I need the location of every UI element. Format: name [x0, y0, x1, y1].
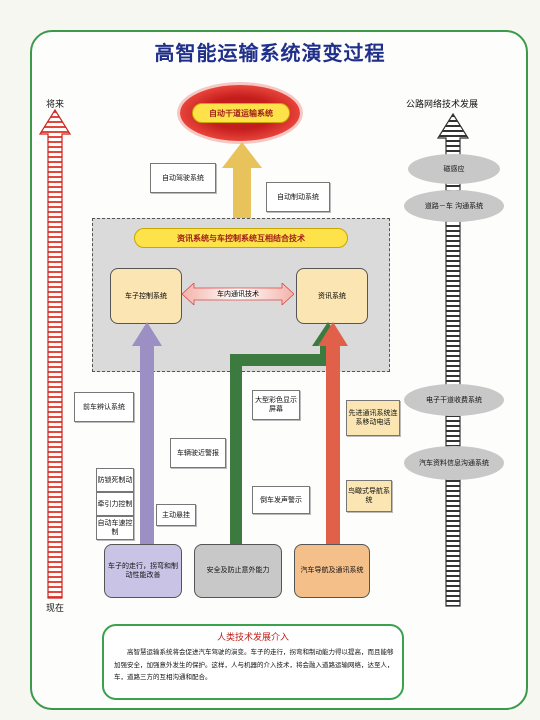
auto-drive-box: 自动驾驶系统 [150, 163, 216, 193]
page-title: 高智能运输系统演变过程 [154, 41, 386, 65]
in-vehicle-comm-label: 车内通讯技术 [217, 290, 259, 298]
highway-dev-arrow [436, 112, 470, 607]
advanced-comm-box: 先进通讯系统连系移动电话 [346, 400, 400, 436]
future-label: 将来 [46, 100, 65, 110]
auto-highway-label: 自动干道运输系统 [192, 103, 290, 123]
reverse-warning-box: 倒车发声警示 [252, 486, 310, 514]
highway-item-road-vehicle: 道路－车 沟通系统 [404, 190, 504, 222]
approach-warning-box: 车辆驶近警报 [170, 438, 226, 468]
integration-bar: 资讯系统与车控制系统互相结合技术 [134, 228, 348, 248]
navigation-box: 汽车导航及通讯系统 [294, 544, 370, 598]
highway-item-data-comm: 汽车资料信息沟通系统 [404, 446, 504, 480]
safety-box: 安全及防止意外能力 [194, 544, 282, 598]
vehicle-control-box: 车子控制系统 [110, 268, 182, 324]
highway-item-magnetic: 磁感应 [408, 154, 500, 184]
active-suspension-box: 主动悬挂 [156, 504, 196, 526]
traction-box: 牵引力控制 [96, 492, 134, 516]
large-display-box: 大型彩色显示屏幕 [252, 390, 300, 420]
birdseye-nav-box: 鸟瞰式导航系统 [346, 480, 392, 512]
info-system-box: 资讯系统 [296, 268, 368, 324]
timeline-arrow [38, 108, 72, 599]
highway-dev-label: 公路网络技术发展 [406, 100, 479, 110]
auto-brake-box: 自动制动系统 [266, 182, 330, 212]
in-vehicle-comm-arrow [182, 283, 294, 305]
note-body: 高智慧运输系统将会促进汽车驾驶的演变。车子的走行，拐弯和制动能力得以提高，而且能… [114, 648, 394, 682]
anti-lock-box: 防锁死制动 [96, 468, 134, 492]
driving-perf-box: 车子的走行，拐弯和制动性能改善 [104, 544, 182, 598]
front-recognition-box: 前车辨认系统 [74, 392, 134, 422]
auto-speed-box: 自动车速控制 [96, 516, 134, 540]
yellow-up-arrow [222, 142, 262, 218]
purple-arrow [132, 322, 162, 546]
note-title: 人类技术发展介入 [216, 633, 289, 643]
note-panel: 人类技术发展介入 高智慧运输系统将会促进汽车驾驶的演变。车子的走行，拐弯和制动能… [102, 624, 404, 700]
highway-item-etc: 电子干道收费系统 [404, 384, 504, 416]
red-arrow [318, 322, 348, 544]
present-label: 现在 [46, 604, 65, 614]
